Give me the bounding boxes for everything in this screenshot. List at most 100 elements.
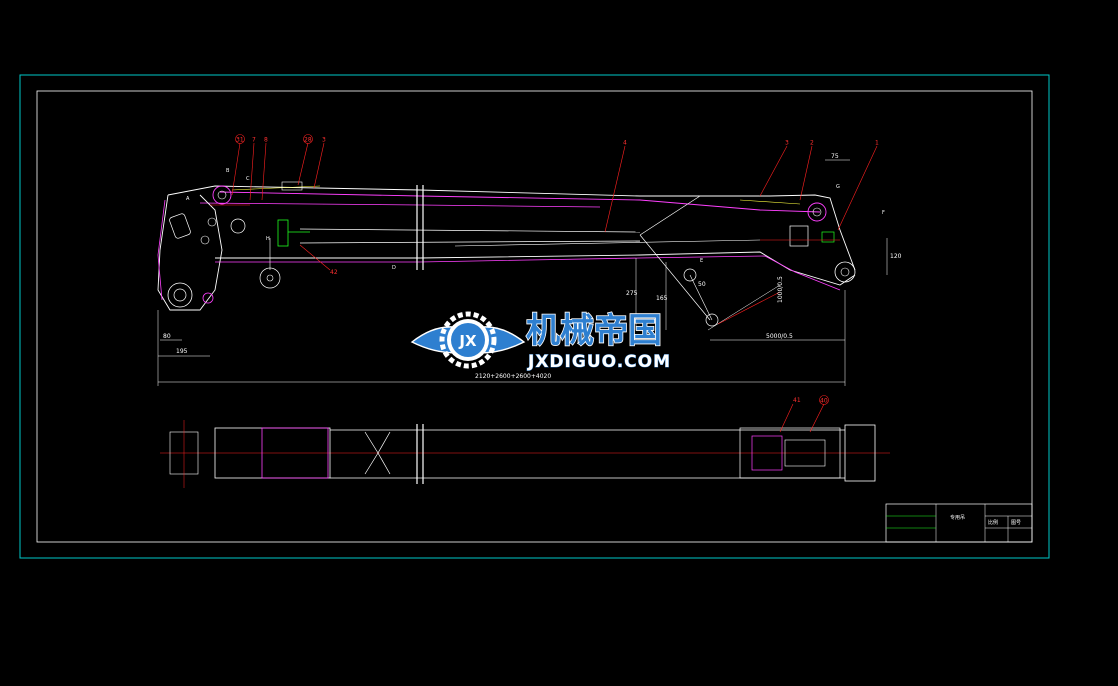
balloon-31: 31 bbox=[236, 137, 244, 144]
mark-c: C bbox=[246, 176, 250, 182]
leader-40 bbox=[809, 403, 825, 433]
head-pulley-top-hub bbox=[812, 207, 822, 217]
base-pin-outer bbox=[167, 282, 193, 308]
watermark-logo-letters: JX bbox=[458, 332, 477, 350]
leader-2 bbox=[799, 145, 813, 201]
cylinder-green bbox=[277, 219, 289, 247]
head-green-part bbox=[821, 231, 835, 243]
pulley-top-left bbox=[212, 185, 232, 205]
title-block-title: 专用吊 bbox=[950, 514, 965, 521]
dim-right-height: 120 bbox=[890, 253, 902, 260]
balloon-4: 4 bbox=[623, 140, 627, 147]
mark-h: H bbox=[266, 236, 270, 242]
right-diagonal-brace bbox=[639, 195, 701, 236]
watermark-gear-center bbox=[451, 323, 485, 357]
lower-pin-2 bbox=[705, 313, 719, 327]
watermark: JX 机械帝国 JXDIGUO.COM bbox=[410, 310, 671, 372]
mark-a: A bbox=[186, 196, 190, 202]
balloon-7: 7 bbox=[252, 137, 256, 144]
title-block: 专用吊 比例 图号 bbox=[885, 503, 1033, 543]
plan-base-magenta bbox=[261, 427, 329, 479]
hanging-roller-hub bbox=[266, 274, 274, 282]
boom-bottom-inner bbox=[215, 255, 841, 291]
leader-28 bbox=[297, 142, 309, 186]
mark-b: B bbox=[226, 168, 230, 174]
mark-e: E bbox=[700, 258, 703, 264]
balloon-1: 1 bbox=[875, 140, 879, 147]
plan-head-box bbox=[739, 427, 841, 479]
boom-section-inner-line bbox=[199, 202, 601, 208]
side-elevation-view bbox=[157, 142, 888, 386]
dim-line-angle bbox=[707, 284, 781, 331]
balloon-8: 8 bbox=[264, 137, 268, 144]
lower-pin-1 bbox=[683, 268, 697, 282]
leader-1 bbox=[837, 145, 878, 231]
inner-drawing-border bbox=[36, 90, 1033, 543]
leader-3b bbox=[759, 145, 788, 197]
leader-41 bbox=[779, 403, 794, 433]
part-balloons: 31 7 8 28 3 4 3 2 1 42 41 40 bbox=[235, 134, 879, 405]
leader-4 bbox=[604, 145, 626, 233]
boom-top-outline bbox=[167, 185, 856, 271]
dim-base-height: 80 bbox=[163, 333, 171, 340]
leader-3a bbox=[313, 142, 325, 189]
base-bracket-magenta bbox=[157, 199, 166, 301]
head-rope bbox=[739, 199, 801, 205]
head-pulley-bottom bbox=[834, 261, 856, 283]
right-diagonal-lower bbox=[639, 234, 711, 321]
dim-total-length: 2120+2600+2600+4020 bbox=[475, 373, 551, 380]
watermark-gear-teeth bbox=[439, 311, 497, 369]
mark-f: F bbox=[882, 210, 885, 216]
plan-head-inner bbox=[784, 439, 826, 467]
balloon-3a: 3 bbox=[322, 137, 326, 144]
balloon-31-circle bbox=[235, 134, 245, 144]
dim-sub-height2: 165 bbox=[656, 295, 668, 302]
title-block-cell-a: 比例 bbox=[988, 519, 998, 526]
mark-d: D bbox=[392, 265, 396, 271]
base-slot bbox=[169, 213, 191, 239]
leader-31 bbox=[231, 142, 241, 196]
dim-base-width: 195 bbox=[176, 348, 188, 355]
balloon-41: 41 bbox=[793, 397, 801, 404]
pin-left-1 bbox=[200, 235, 210, 245]
pulley-left-mid bbox=[230, 218, 246, 234]
plan-notch-right bbox=[377, 431, 391, 475]
boom-section-inner-top bbox=[219, 191, 821, 213]
balloon-3b: 3 bbox=[785, 140, 789, 147]
leader-lower bbox=[717, 291, 781, 325]
leader-8 bbox=[261, 142, 267, 201]
title-block-cell-b: 图号 bbox=[1011, 520, 1021, 526]
rope-yellow bbox=[231, 185, 321, 191]
lower-link bbox=[689, 274, 713, 321]
watermark-cn-text: 机械帝国 bbox=[526, 311, 662, 351]
pin-left-2 bbox=[207, 217, 217, 227]
dim-angle: 1000/0.5 bbox=[777, 276, 784, 303]
base-pin-inner bbox=[173, 288, 187, 302]
title-block-frame bbox=[885, 503, 1033, 543]
boom-bottom-outline bbox=[215, 251, 856, 286]
head-block bbox=[789, 225, 809, 247]
dim-top-width: 75 bbox=[831, 153, 839, 160]
telescope-line-upper bbox=[299, 228, 641, 233]
watermark-en-text: JXDIGUO.COM bbox=[527, 352, 671, 372]
plan-view bbox=[160, 403, 890, 488]
balloon-40: 40 bbox=[820, 398, 828, 405]
plan-head-end bbox=[844, 424, 876, 482]
dim-small: 50 bbox=[698, 281, 706, 288]
leader-7 bbox=[249, 142, 255, 201]
hanging-roller bbox=[259, 267, 281, 289]
balloon-2: 2 bbox=[810, 140, 814, 147]
mark-g: G bbox=[836, 184, 840, 190]
dim-right-span: 5000/0.5 bbox=[766, 333, 793, 340]
balloon-42: 42 bbox=[330, 269, 338, 276]
telescope-rod bbox=[454, 239, 761, 247]
rope-clamp bbox=[281, 181, 303, 191]
dim-sub-height: 275 bbox=[626, 290, 638, 297]
base-bracket-outline bbox=[157, 194, 223, 311]
telescope-line-lower bbox=[299, 240, 641, 244]
pulley-top-left-hub bbox=[217, 190, 227, 200]
base-small-pin bbox=[202, 292, 214, 304]
plan-head-magenta bbox=[751, 435, 783, 471]
